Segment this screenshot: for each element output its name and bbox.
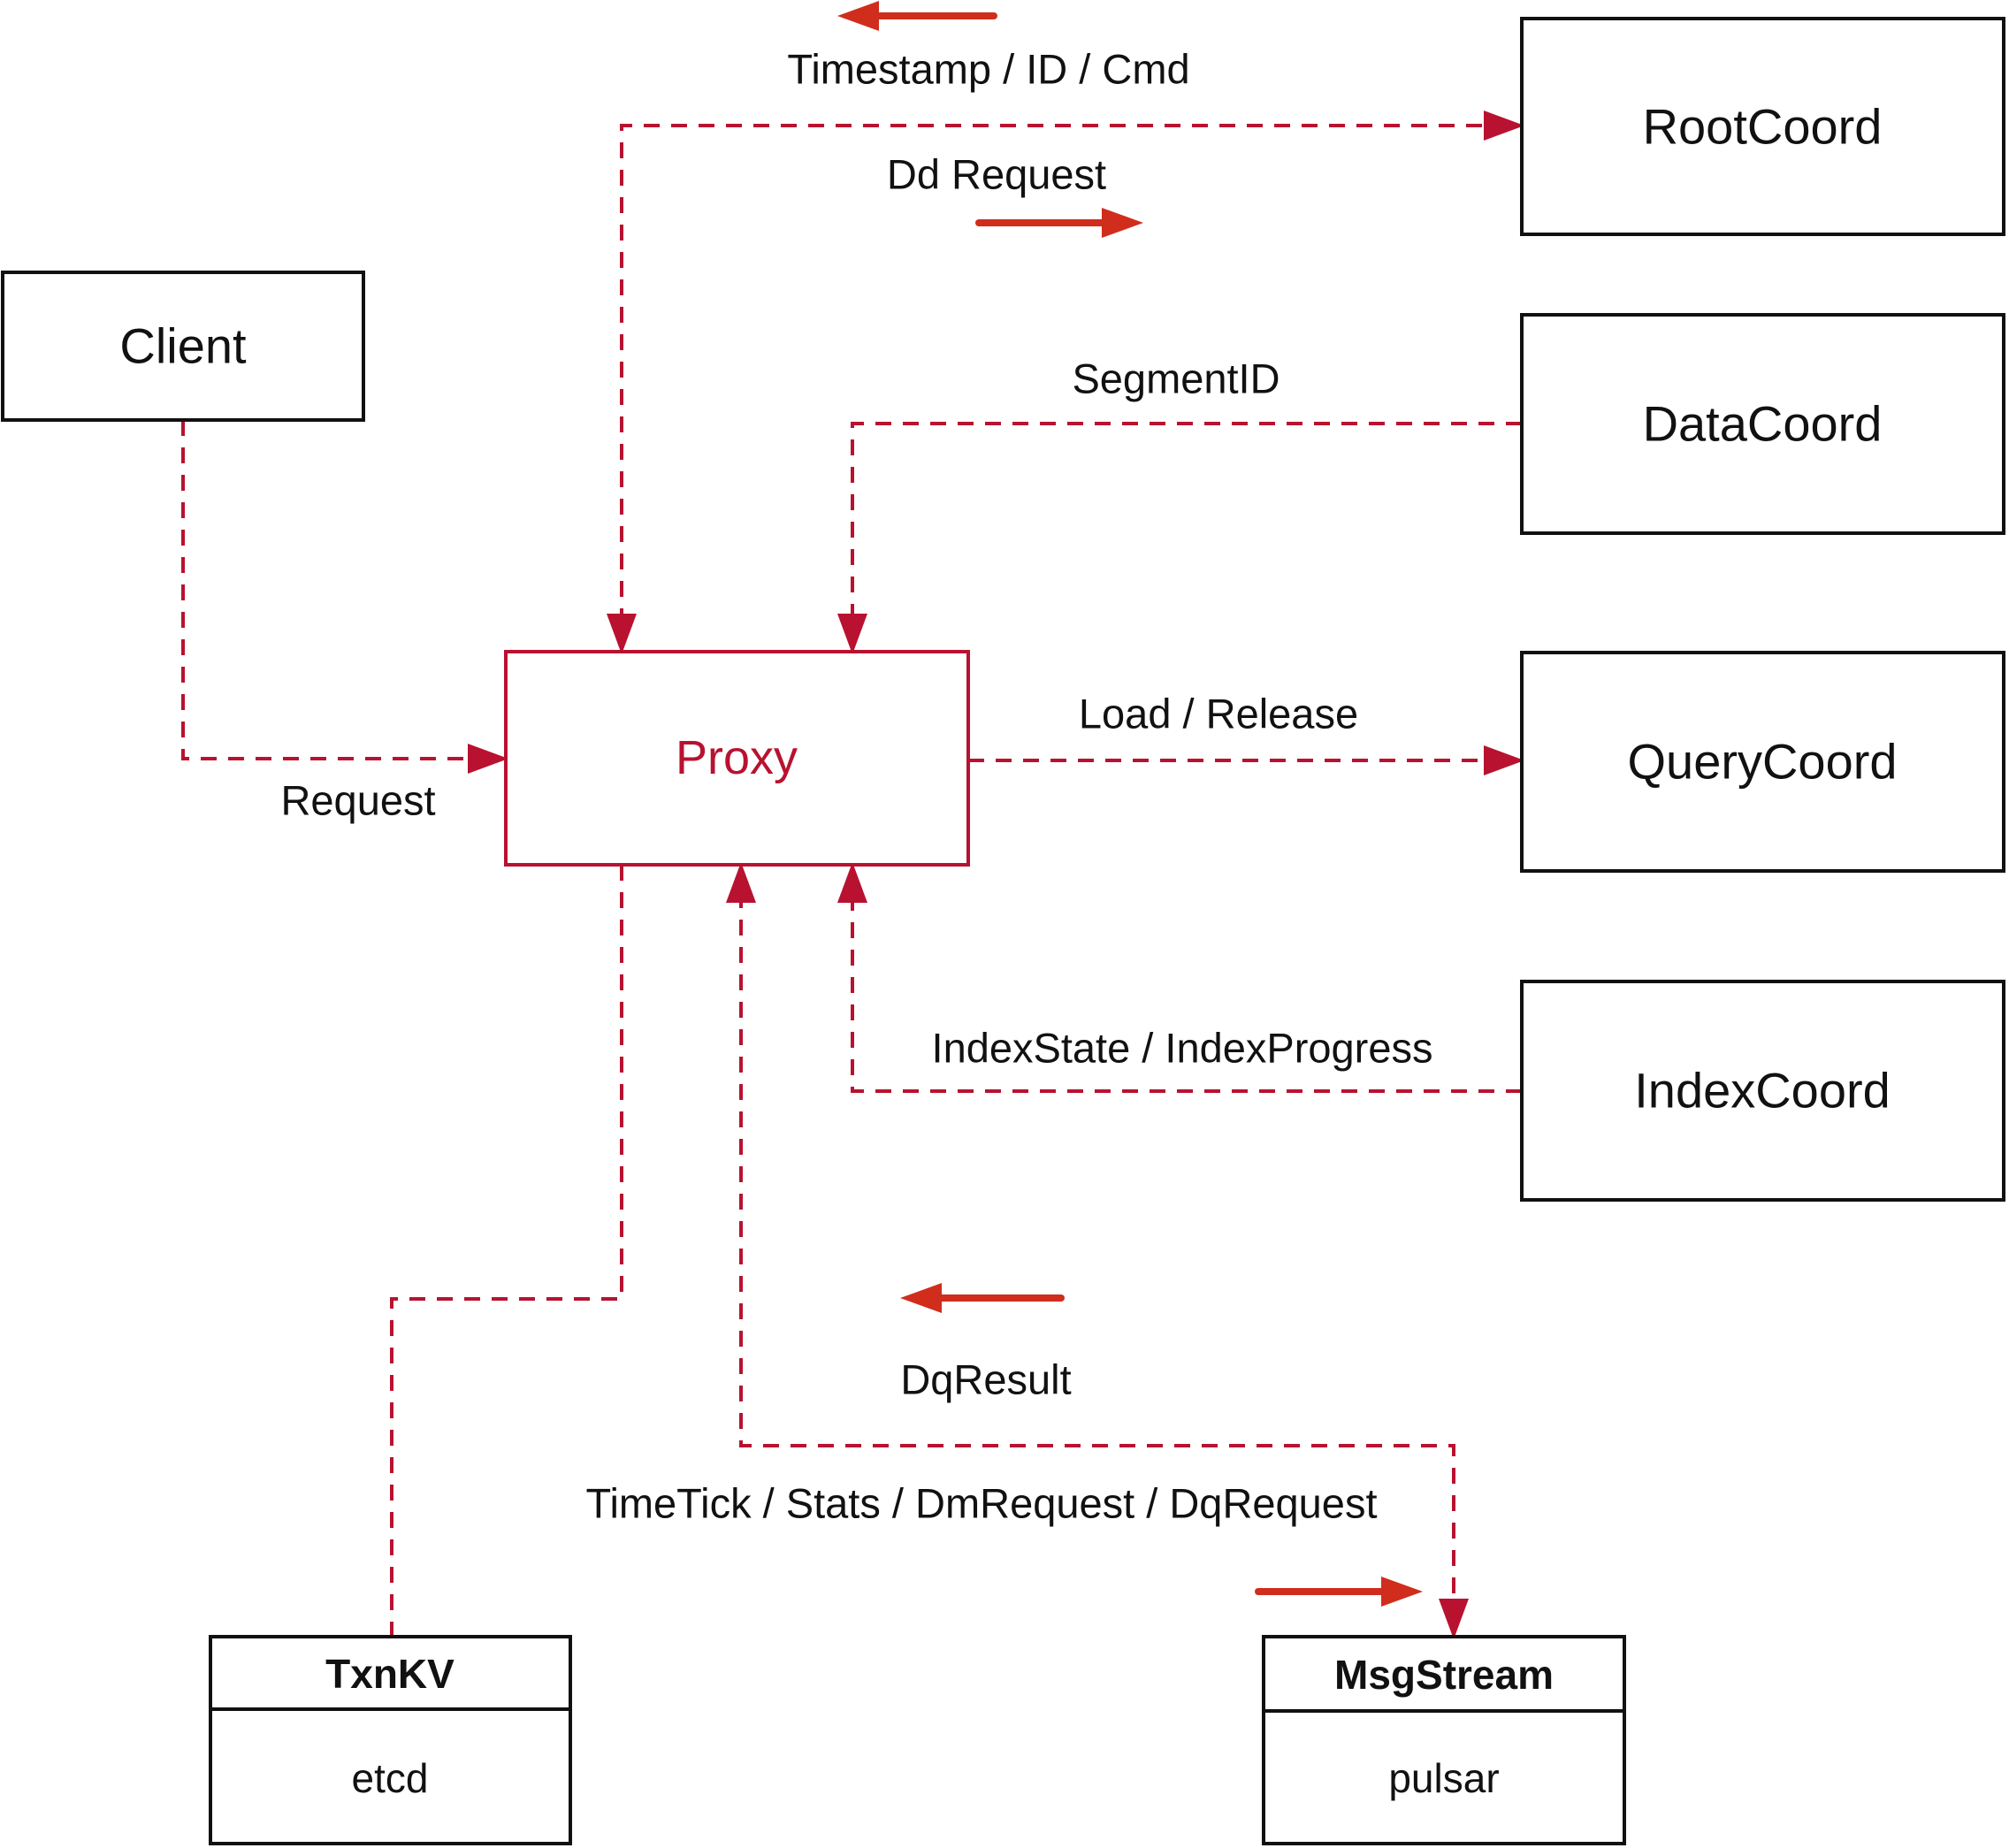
node-datacoord: DataCoord: [1520, 313, 2005, 535]
node-querycoord: QueryCoord: [1520, 651, 2005, 873]
msgstream-header-label: MsgStream: [1334, 1652, 1554, 1698]
label-indexstate-indexprogress: IndexState / IndexProgress: [932, 1025, 1433, 1072]
arrow-right-timetick-icon: [1255, 1577, 1423, 1607]
edge-datacoord-to-proxy: [837, 422, 1522, 654]
indexcoord-label: IndexCoord: [1634, 1063, 1891, 1119]
node-indexcoord: IndexCoord: [1520, 980, 2005, 1202]
label-timetick-stats-dmrequest-dqrequest: TimeTick / Stats / DmRequest / DqRequest: [585, 1480, 1377, 1527]
edge-proxy-rootcoord: [607, 111, 1524, 654]
arrow-left-dqresult-icon: [900, 1283, 1065, 1313]
txnkv-header-label: TxnKV: [325, 1651, 455, 1697]
rootcoord-label: RootCoord: [1643, 99, 1883, 155]
label-dd-request: Dd Request: [887, 151, 1106, 198]
node-client: Client: [1, 271, 365, 422]
datacoord-label: DataCoord: [1643, 396, 1883, 452]
arrow-left-timestamp-icon: [837, 1, 997, 31]
node-msgstream-table: MsgStream pulsar: [1262, 1635, 1626, 1845]
querycoord-label: QueryCoord: [1627, 734, 1897, 790]
proxy-label: Proxy: [676, 731, 798, 784]
label-request: Request: [280, 777, 435, 824]
client-label: Client: [119, 318, 247, 374]
msgstream-cell-pulsar: pulsar: [1388, 1755, 1499, 1801]
txnkv-cell-etcd: etcd: [352, 1755, 429, 1801]
label-timestamp-id-cmd: Timestamp / ID / Cmd: [787, 46, 1189, 93]
edge-proxy-txnkv: [390, 865, 623, 1637]
node-proxy: Proxy: [504, 650, 970, 867]
edge-proxy-msgstream: [726, 862, 1469, 1639]
label-load-release: Load / Release: [1079, 691, 1358, 737]
label-segmentid: SegmentID: [1072, 355, 1279, 402]
node-rootcoord: RootCoord: [1520, 17, 2005, 236]
label-dqresult: DqResult: [900, 1356, 1071, 1403]
edge-client-to-proxy: [181, 420, 508, 774]
node-txnkv-table: TxnKV etcd: [209, 1635, 572, 1845]
arrow-right-dd-request-icon: [975, 208, 1143, 238]
